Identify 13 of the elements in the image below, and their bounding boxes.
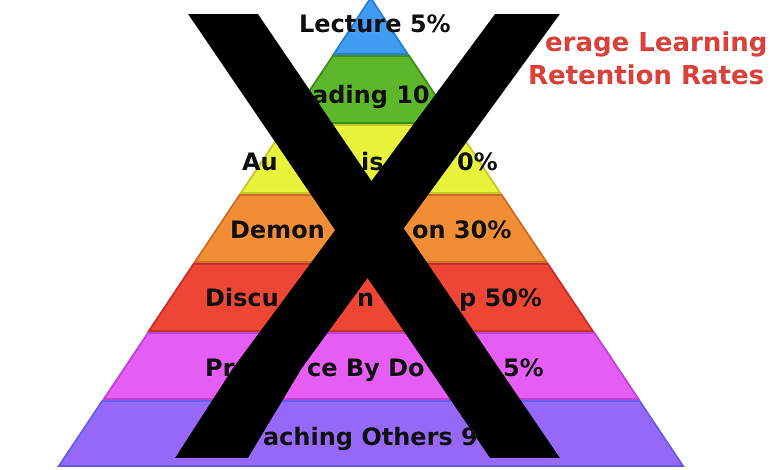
- layer-label: n: [356, 286, 374, 310]
- layer-label: Discu: [204, 286, 279, 310]
- layer-label: on 30%: [412, 218, 512, 242]
- layer-label: aching Others 9: [262, 425, 478, 449]
- layer-label: 5%: [502, 356, 544, 380]
- layer-label: is: [360, 150, 384, 174]
- layer-label: ading 10: [312, 83, 430, 107]
- diagram-title: erage Learning Retention Rates: [528, 27, 768, 93]
- layer-label: ce By Do: [306, 356, 425, 380]
- layer-label: Pr: [204, 356, 234, 380]
- pyramid-layer: [309, 55, 436, 124]
- layer-label: p 50%: [458, 286, 542, 310]
- layer-label: Demon: [230, 218, 325, 242]
